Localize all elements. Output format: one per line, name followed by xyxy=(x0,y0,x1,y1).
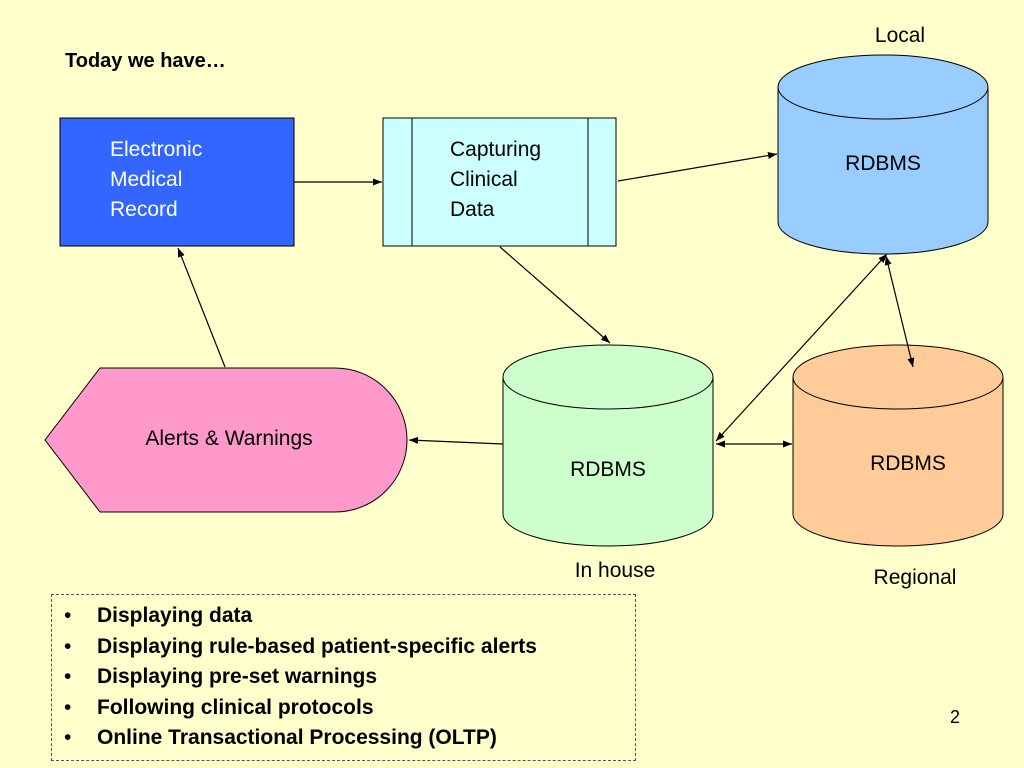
capture-node: Capturing Clinical Data xyxy=(382,117,617,247)
emr-node: Electronic Medical Record xyxy=(59,117,295,247)
alerts-label: Alerts & Warnings xyxy=(145,427,312,450)
capture-label-line-2: Clinical xyxy=(450,168,518,191)
arrow-local-regional xyxy=(884,255,915,368)
bullet-item: Displaying data xyxy=(60,601,635,632)
emr-label-line-1: Electronic xyxy=(110,138,202,161)
arrow-capture-to-local xyxy=(617,152,778,182)
local-database-label: RDBMS xyxy=(845,152,921,175)
alerts-display-node: Alerts & Warnings xyxy=(44,367,408,513)
bullet-item: Online Transactional Processing (OLTP) xyxy=(60,723,635,754)
capture-label-line-1: Capturing xyxy=(450,138,541,161)
emr-label-line-3: Record xyxy=(110,198,178,221)
bullet-item: Displaying rule-based patient-specific a… xyxy=(60,632,635,663)
local-database-cylinder: RDBMS xyxy=(777,54,989,255)
regional-caption: Regional xyxy=(874,566,957,589)
arrow-alerts-to-emr xyxy=(177,247,226,368)
bullet-list: Displaying data Displaying rule-based pa… xyxy=(60,601,635,754)
page-number: 2 xyxy=(950,707,961,727)
local-caption: Local xyxy=(875,24,925,47)
inhouse-database-cylinder: RDBMS xyxy=(502,344,714,547)
arrow-capture-to-inhouse xyxy=(499,246,611,344)
bullet-item: Displaying pre-set warnings xyxy=(60,662,635,693)
arrow-inhouse-to-alerts xyxy=(408,436,504,445)
inhouse-caption: In house xyxy=(575,559,656,582)
capture-label-line-3: Data xyxy=(450,198,495,221)
regional-database-cylinder: RDBMS xyxy=(792,344,1004,547)
emr-label-line-2: Medical xyxy=(110,168,182,191)
regional-database-label: RDBMS xyxy=(870,452,946,475)
arrow-inhouse-local xyxy=(715,253,888,442)
inhouse-database-label: RDBMS xyxy=(570,458,646,481)
slide-title: Today we have… xyxy=(65,50,226,72)
bullet-list-box: Displaying data Displaying rule-based pa… xyxy=(51,594,636,761)
bullet-item: Following clinical protocols xyxy=(60,693,635,724)
